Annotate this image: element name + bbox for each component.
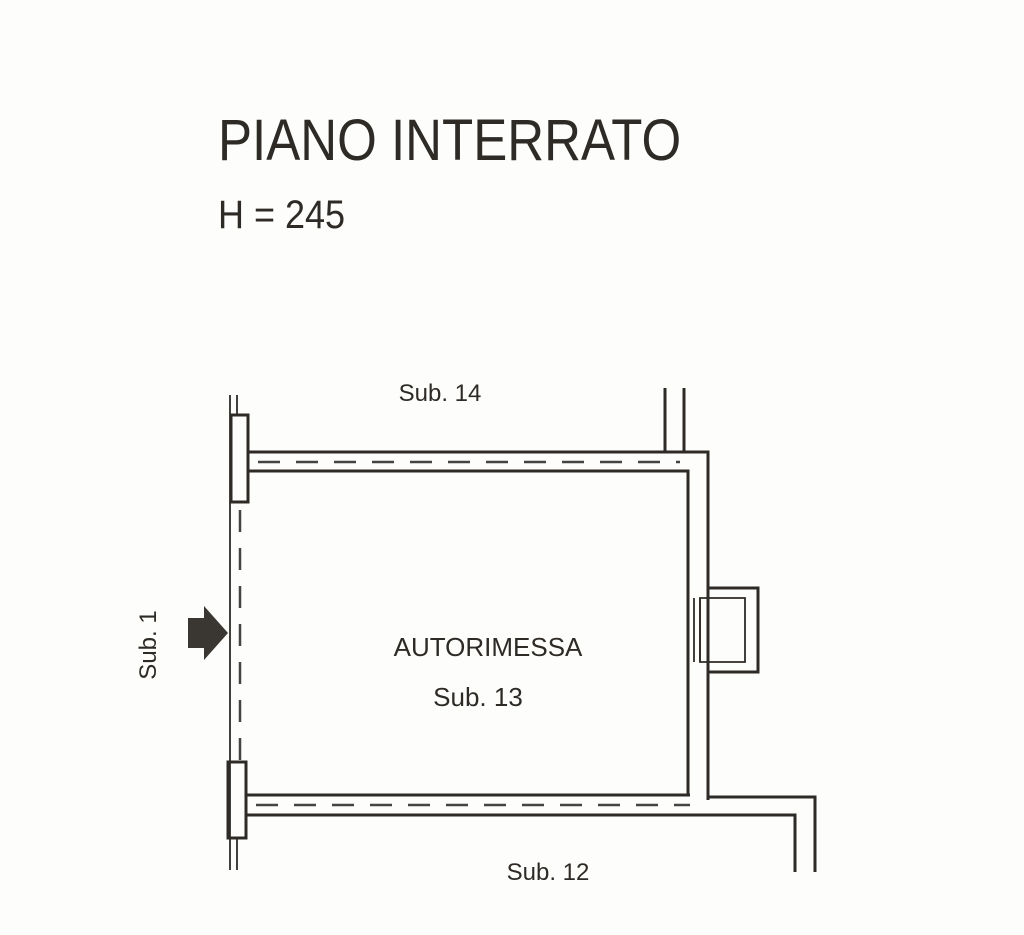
entrance-arrow-icon: [188, 606, 228, 660]
room-name: AUTORIMESSA: [394, 632, 583, 662]
plan-title: PIANO INTERRATO: [218, 108, 681, 173]
ceiling-height: H = 245: [218, 193, 345, 237]
walls: [226, 388, 817, 872]
room-sub: Sub. 13: [433, 682, 523, 712]
neighbor-top: Sub. 14: [399, 380, 482, 407]
neighbor-left: Sub. 1: [135, 610, 162, 679]
neighbor-bottom: Sub. 12: [507, 859, 590, 886]
